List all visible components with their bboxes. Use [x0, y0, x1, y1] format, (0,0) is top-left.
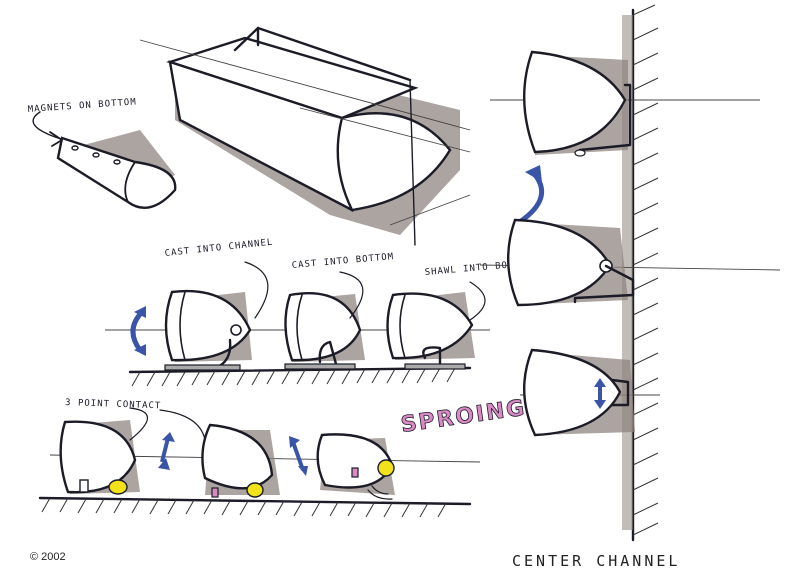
sproing-text: SPROING!: [399, 394, 539, 438]
double-arrow-icon: [594, 378, 606, 409]
copyright-text: © 2002: [30, 551, 66, 563]
cast-bottom-label: CAST INTO BOTTOM: [291, 252, 394, 271]
double-arrow-icon: [158, 432, 175, 470]
cast-channel-label: CAST INTO CHANNEL: [164, 238, 274, 259]
large-speaker-sketch: [139, 26, 471, 246]
rotate-arrow-icon: [130, 306, 146, 356]
three-point-label: 3 POINT CONTACT: [65, 398, 162, 411]
curved-arrow-icon: [512, 165, 545, 228]
contact-speakers-row: 3 POINT CONTACT SPROING!: [38, 394, 540, 518]
center-channel-wall: [479, 4, 781, 542]
center-channel-title: CENTER CHANNEL: [512, 552, 680, 570]
stand-speakers-row: CAST INTO CHANNEL CAST INTO BOTTOM SHAWL…: [105, 238, 534, 387]
magnet-speaker-sketch: MAGNETS ON BOTTOM: [28, 97, 177, 210]
double-arrow-icon: [289, 436, 308, 476]
magnets-label: MAGNETS ON BOTTOM: [28, 97, 138, 115]
